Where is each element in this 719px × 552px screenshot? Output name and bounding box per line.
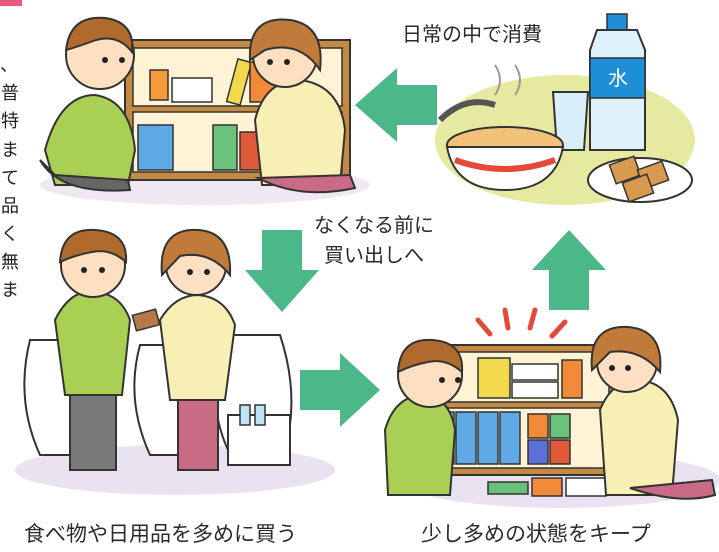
side-char-1: 、 <box>0 55 18 76</box>
woman-shopping <box>131 228 237 471</box>
shopping-scene <box>15 228 335 495</box>
arrow-left <box>355 68 437 142</box>
caption-buy-more: 食べ物や日用品を多めに買う <box>24 522 297 546</box>
caption-before-run-out: なくなる前に 買い出しへ <box>314 210 434 270</box>
side-char-5: て <box>1 168 19 189</box>
side-char-3: 特 <box>1 111 19 132</box>
woman-thinking <box>248 18 357 194</box>
caption-consume: 日常の中で消費 <box>402 22 542 46</box>
caption-before-run-out-line2: 買い出しへ <box>324 243 424 267</box>
water-glass <box>551 91 590 151</box>
arrow-up <box>532 230 606 310</box>
side-char-7: く <box>1 224 19 245</box>
arrow-down <box>245 230 319 312</box>
side-char-2: 普 <box>1 83 19 104</box>
arrow-right <box>300 353 380 427</box>
man-shopping <box>53 228 132 471</box>
man-satisfied <box>383 338 464 496</box>
man-thinking <box>39 16 137 192</box>
caption-keep-more: 少し多めの状態をキープ <box>421 522 651 546</box>
crackers-plate <box>587 155 693 203</box>
consume-scene: 水 <box>435 13 695 205</box>
woman-satisfied <box>590 325 717 500</box>
alert-marks <box>475 307 568 339</box>
water-bottle <box>589 13 646 151</box>
side-char-8: 無 <box>1 252 19 273</box>
cycle-arrows <box>245 68 606 427</box>
side-char-4: ま <box>1 140 19 161</box>
ramen-bowl <box>437 64 565 192</box>
corner-mark <box>0 0 22 6</box>
side-char-9: ま <box>1 280 19 301</box>
empty-shelf-scene <box>39 16 370 205</box>
water-label: 水 <box>608 66 628 90</box>
stocked-shelf-scene <box>383 307 719 508</box>
side-char-6: 品 <box>1 196 19 217</box>
caption-before-run-out-line1: なくなる前に <box>314 213 434 237</box>
